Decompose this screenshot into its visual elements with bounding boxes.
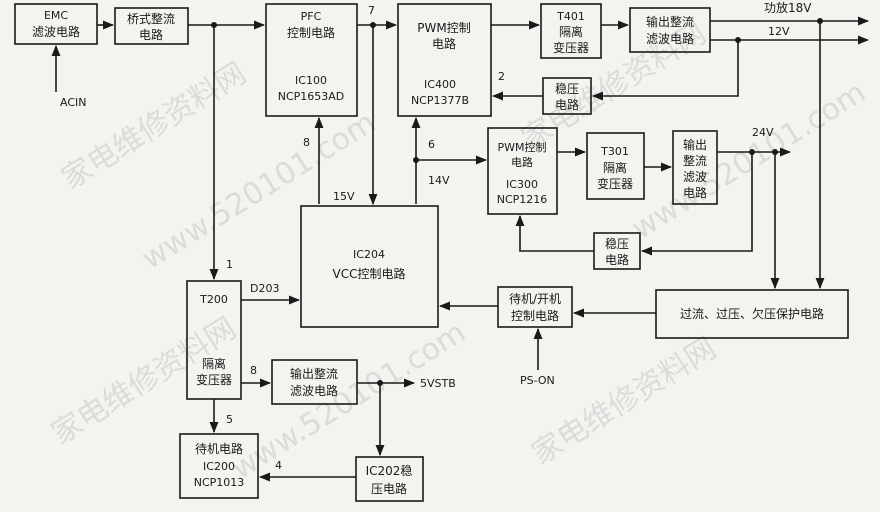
block-t200-transformer: T200 隔离 变压器 (186, 280, 242, 400)
ps-on-label: PS-ON (520, 374, 555, 387)
block-pfc-ic100: PFC 控制电路 IC100 NCP1653AD (265, 3, 358, 117)
watermark-text-7: www.520101.com (226, 315, 472, 487)
block-regulator-ic202: IC202稳 压电路 (355, 456, 424, 502)
d203-label: D203 (250, 282, 279, 295)
pwm400-line-3: IC400 (424, 78, 456, 91)
pin-5-label: 5 (226, 413, 233, 426)
block-standby-ic200: 待机电路 IC200 NCP1013 (179, 433, 259, 499)
pfc-line-4: NCP1653AD (278, 90, 345, 103)
amp-18v-label: 功放18V (764, 0, 812, 15)
out3-line-2: 滤波电路 (290, 383, 338, 398)
t301-line-3: 变压器 (597, 176, 633, 191)
pfc-line-3: IC100 (295, 74, 327, 87)
block-standby-control: 待机/开机 控制电路 (497, 286, 573, 328)
standby-ctrl-line-2: 控制电路 (511, 308, 559, 323)
block-t301-transformer: T301 隔离 变压器 (586, 132, 645, 200)
t401-line-3: 变压器 (553, 40, 589, 55)
pin-8-t200-label: 8 (250, 364, 257, 377)
out3-line-1: 输出整流 (290, 366, 338, 381)
watermark-text-4: www.520101.com (626, 75, 872, 247)
bridge-line-2: 电路 (139, 27, 163, 42)
connections (51, 16, 870, 482)
5vstb-label: 5VSTB (420, 377, 456, 390)
14v-label: 14V (428, 174, 450, 187)
pin-8-pfc-label: 8 (303, 136, 310, 149)
ic204-line-1: IC204 (353, 248, 385, 261)
block-bridge-rectifier: 桥式整流 电路 (114, 7, 189, 45)
t200-line-1: T200 (199, 293, 228, 306)
pwm400-line-2: 电路 (432, 36, 456, 51)
24v-label: 24V (752, 126, 774, 139)
12v-label: 12V (768, 25, 790, 38)
block-pwm-ic400: PWM控制 电路 IC400 NCP1377B (397, 3, 492, 117)
t401-line-2: 隔离 (559, 24, 583, 39)
15v-label: 15V (333, 190, 355, 203)
ic204-line-2: VCC控制电路 (333, 266, 406, 281)
ic200-line-2: IC200 (203, 460, 235, 473)
watermark-text-1: 家电维修资料网 (56, 56, 253, 197)
out1-line-1: 输出整流 (646, 14, 694, 29)
pin-7-label: 7 (368, 4, 375, 17)
bridge-line-1: 桥式整流 (127, 11, 175, 26)
block-vcc-control-ic204: IC204 VCC控制电路 (300, 205, 439, 328)
pin-6-label: 6 (428, 138, 435, 151)
block-output-filter-3: 输出整流 滤波电路 (271, 359, 358, 405)
t301-line-1: T301 (600, 145, 629, 158)
reg1-line-1: 稳压 (555, 81, 579, 96)
ic200-line-1: 待机电路 (195, 441, 243, 456)
t200-line-3: 变压器 (196, 372, 232, 387)
ic202-line-2: 压电路 (371, 481, 407, 496)
pin-2-label: 2 (498, 70, 505, 83)
reg2-line-1: 稳压 (605, 236, 629, 251)
pfc-line-1: PFC (301, 10, 322, 23)
block-emc-filter: EMC 滤波电路 (14, 3, 98, 45)
pin-1-label: 1 (226, 258, 233, 271)
pwm300-line-1: PWM控制 (497, 140, 546, 154)
emc-line-1: EMC (44, 9, 68, 22)
reg2-line-2: 电路 (605, 252, 629, 267)
out2-line-4: 电路 (683, 185, 707, 200)
out1-line-2: 滤波电路 (646, 31, 694, 46)
block-protection: 过流、过压、欠压保护电路 (655, 289, 849, 339)
block-output-filter-1: 输出整流 滤波电路 (629, 7, 711, 53)
pwm400-line-1: PWM控制 (417, 21, 470, 35)
pwm400-line-4: NCP1377B (411, 94, 469, 107)
emc-line-2: 滤波电路 (32, 24, 80, 39)
pwm300-line-3: IC300 (506, 178, 538, 191)
t200-line-2: 隔离 (202, 356, 226, 371)
ic200-line-3: NCP1013 (194, 476, 245, 489)
t301-line-2: 隔离 (603, 160, 627, 175)
block-t401-transformer: T401 隔离 变压器 (540, 3, 602, 59)
block-pwm-ic300: PWM控制 电路 IC300 NCP1216 (487, 127, 558, 215)
block-regulator-2: 稳压 电路 (593, 232, 641, 270)
block-output-filter-2: 输出 整流 滤波 电路 (672, 130, 718, 205)
out2-line-3: 滤波 (683, 170, 707, 184)
protect-line-1: 过流、过压、欠压保护电路 (680, 306, 824, 321)
reg1-line-2: 电路 (555, 97, 579, 112)
t401-line-1: T401 (556, 10, 585, 23)
watermark-text-6: 家电维修资料网 (526, 331, 723, 472)
out2-line-2: 整流 (683, 153, 707, 168)
out2-line-1: 输出 (683, 137, 707, 152)
pfc-line-2: 控制电路 (287, 25, 335, 40)
pwm300-line-2: 电路 (511, 156, 533, 169)
pin-4-label: 4 (275, 459, 282, 472)
standby-ctrl-line-1: 待机/开机 (509, 292, 561, 306)
pwm300-line-4: NCP1216 (497, 193, 548, 206)
ic202-line-1: IC202稳 (366, 463, 413, 478)
acin-label: ACIN (60, 96, 87, 109)
